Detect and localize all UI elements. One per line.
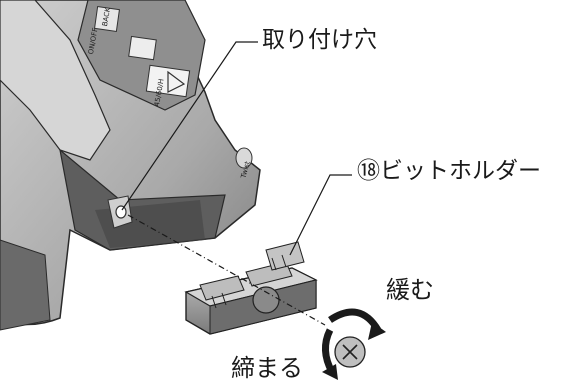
label-mounting-hole: 取り付け穴 (262, 27, 377, 53)
panel-mark-1: BACK (101, 7, 112, 27)
label-bit-holder: ⑱ビットホルダー (357, 158, 541, 184)
label-tighten: 締まる (231, 354, 303, 382)
rotation-arrows (322, 308, 386, 380)
leader-lines (121, 41, 352, 326)
screw (334, 336, 366, 368)
side-knob (235, 147, 253, 169)
label-loosen: 緩む (386, 276, 434, 304)
bit-holder (184, 241, 318, 335)
control-panel (77, 0, 206, 111)
